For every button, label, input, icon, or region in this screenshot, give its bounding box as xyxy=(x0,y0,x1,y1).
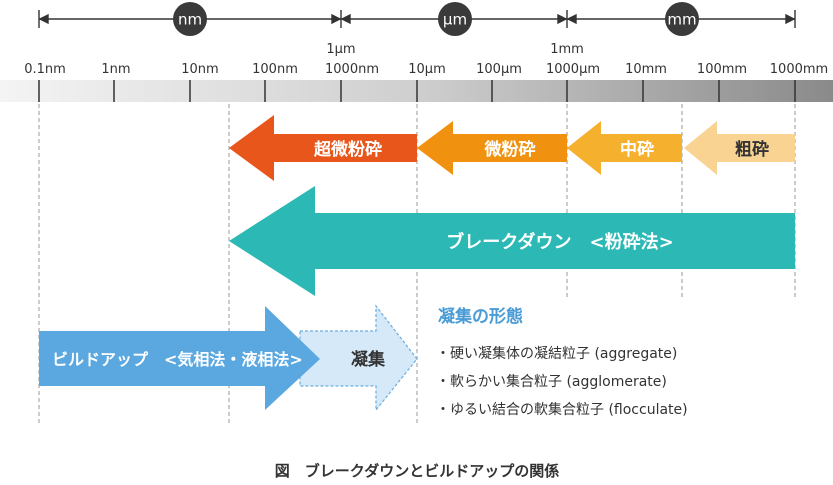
svg-text:ブレークダウン <粉砕法>: ブレークダウン <粉砕法> xyxy=(446,231,673,253)
scale-label-1mm: 1mm xyxy=(550,42,584,57)
aggregation-item-1: ・硬い凝集体の凝結粒子 (aggregate) xyxy=(436,345,677,362)
scale-label-2: 10nm xyxy=(181,62,218,77)
scale-label-6: 100μm xyxy=(476,62,522,77)
svg-text:nm: nm xyxy=(178,11,202,29)
svg-text:凝集: 凝集 xyxy=(351,349,386,370)
scale-label-8: 10mm xyxy=(625,62,667,77)
scale-ticks xyxy=(38,80,796,102)
arrow-breakdown: ブレークダウン <粉砕法> xyxy=(229,186,795,296)
scale-label-10: 1000mm xyxy=(770,62,828,77)
arrow-medium: 中砕 xyxy=(567,121,682,175)
scale-label-4: 1000nm xyxy=(325,62,379,77)
arrow-aggregation: 凝集 xyxy=(299,304,418,412)
svg-text:粗砕: 粗砕 xyxy=(735,139,769,160)
arrow-fine: 微粉砕 xyxy=(417,121,567,175)
scale-labels: 1μm 1mm 0.1nm 1nm 10nm 100nm 1000nm 10μm… xyxy=(24,42,828,77)
svg-text:微粉砕: 微粉砕 xyxy=(484,139,536,160)
arrow-ultrafine: 超微粉砕 xyxy=(229,115,417,181)
svg-text:μm: μm xyxy=(443,11,467,29)
aggregation-item-2: ・軟らかい集合粒子 (agglomerate) xyxy=(436,373,667,390)
unit-badge-um: μm xyxy=(438,2,472,36)
aggregation-info-title: 凝集の形態 xyxy=(438,306,523,327)
scale-label-5: 10μm xyxy=(408,62,445,77)
svg-text:中砕: 中砕 xyxy=(620,139,654,160)
scale-label-9: 100mm xyxy=(697,62,747,77)
svg-text:ビルドアップ <気相法・液相法>: ビルドアップ <気相法・液相法> xyxy=(52,350,303,369)
aggregation-info: 凝集の形態 ・硬い凝集体の凝結粒子 (aggregate) ・軟らかい集合粒子 … xyxy=(436,306,688,418)
scale-label-0: 0.1nm xyxy=(24,62,66,77)
arrow-coarse: 粗砕 xyxy=(684,121,795,175)
scale-label-7: 1000μm xyxy=(546,62,600,77)
unit-badge-nm: nm xyxy=(173,2,207,36)
aggregation-item-3: ・ゆるい結合の軟集合粒子 (flocculate) xyxy=(436,401,688,418)
scale-label-1um: 1μm xyxy=(326,42,355,57)
arrow-buildup: ビルドアップ <気相法・液相法> xyxy=(39,306,320,410)
svg-text:超微粉砕: 超微粉砕 xyxy=(314,139,382,160)
scale-label-3: 100nm xyxy=(252,62,298,77)
scale-label-1: 1nm xyxy=(101,62,130,77)
unit-badge-mm: mm xyxy=(665,2,699,36)
figure-caption: 図 ブレークダウンとビルドアップの関係 xyxy=(275,462,559,480)
svg-text:mm: mm xyxy=(667,11,696,29)
